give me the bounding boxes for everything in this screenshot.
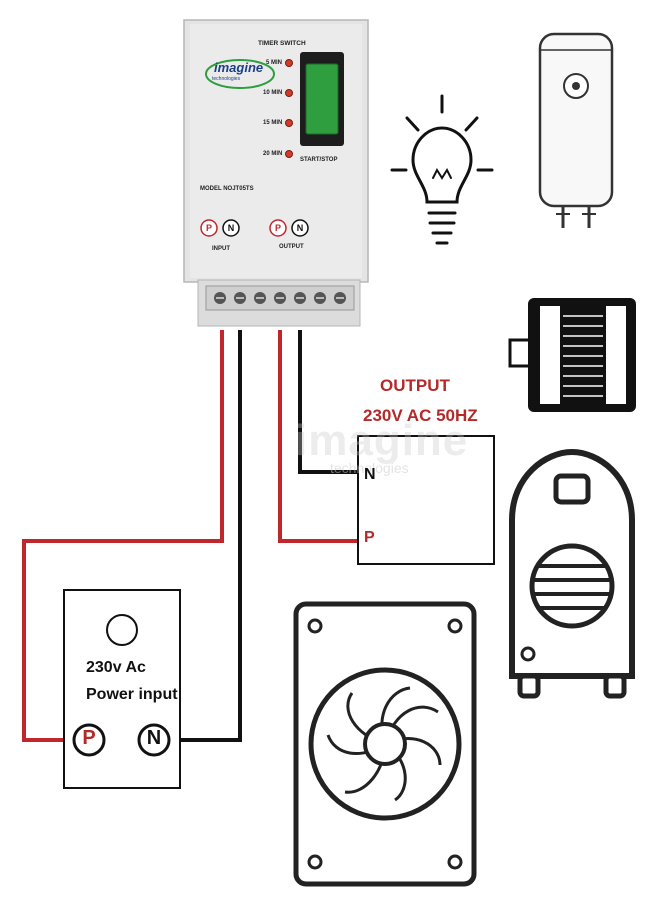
start-stop-label: START/STOP bbox=[300, 157, 338, 163]
output-n-label: N bbox=[364, 466, 376, 483]
start-stop-switch[interactable] bbox=[305, 63, 339, 135]
power-p-terminal bbox=[72, 723, 106, 757]
watermark: imagine bbox=[295, 416, 469, 465]
device-output-label: OUTPUT bbox=[279, 244, 304, 250]
live-wire-input bbox=[22, 330, 224, 742]
output-box bbox=[357, 435, 495, 565]
power-input-line2: Power input bbox=[86, 686, 178, 703]
device-input-p-label: P bbox=[205, 223, 212, 233]
device-output-n-terminal bbox=[291, 219, 309, 237]
timer-option-20: 20 MIN bbox=[263, 151, 283, 157]
water-heater-icon bbox=[538, 32, 614, 228]
device-input-n-terminal bbox=[222, 219, 240, 237]
device-input-label: INPUT bbox=[212, 246, 230, 252]
exhaust-fan-icon bbox=[293, 601, 477, 887]
neutral-wire-input bbox=[168, 330, 242, 742]
device-brand-sub: technologies bbox=[212, 76, 241, 82]
device-brand: imagine bbox=[214, 60, 264, 75]
timer-option-5: 5 MIN bbox=[266, 60, 283, 66]
power-n-terminal bbox=[137, 723, 171, 757]
output-p-label: P bbox=[364, 529, 375, 546]
screw-terminals bbox=[205, 285, 355, 311]
led-20min bbox=[285, 150, 293, 158]
power-n-label: N bbox=[146, 727, 162, 749]
device-input-n-label: N bbox=[227, 223, 235, 233]
led-10min bbox=[285, 89, 293, 97]
power-socket-icon bbox=[106, 614, 138, 646]
device-input-p-terminal bbox=[200, 219, 218, 237]
output-title: OUTPUT bbox=[380, 376, 450, 395]
device-output-n-label: N bbox=[296, 223, 304, 233]
power-p-label: P bbox=[82, 727, 96, 749]
watermark-sub: technologies bbox=[330, 460, 409, 476]
brand-logo-icon bbox=[205, 59, 275, 89]
device-output-p-label: P bbox=[274, 223, 281, 233]
power-input-line1: 230v Ac bbox=[86, 659, 146, 676]
device-output-p-terminal bbox=[269, 219, 287, 237]
timer-option-10: 10 MIN bbox=[263, 90, 283, 96]
led-5min bbox=[285, 59, 293, 67]
output-spec: 230V AC 50HZ bbox=[363, 406, 478, 425]
neutral-wire-output bbox=[298, 330, 360, 474]
timer-device bbox=[183, 19, 369, 327]
room-heater-icon bbox=[509, 448, 635, 699]
led-15min bbox=[285, 119, 293, 127]
timer-option-15: 15 MIN bbox=[263, 120, 283, 126]
live-wire-output bbox=[278, 330, 360, 543]
light-bulb-icon bbox=[390, 94, 494, 245]
model-label: MODEL NOJT05TS bbox=[200, 186, 254, 192]
motor-icon bbox=[508, 298, 636, 412]
timer-title: TIMER SWITCH bbox=[258, 40, 306, 47]
